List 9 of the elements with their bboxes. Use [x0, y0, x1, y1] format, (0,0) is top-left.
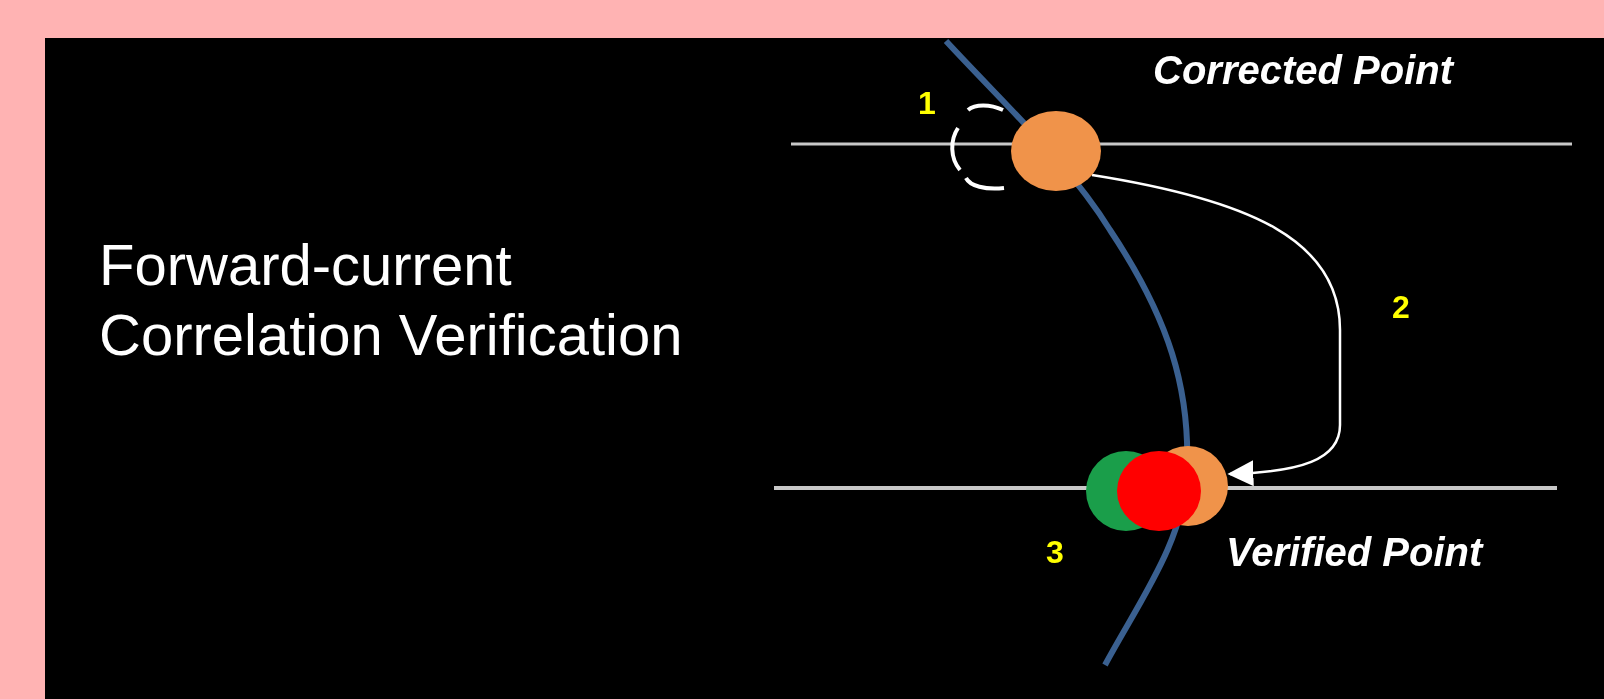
- arrow: [1091, 173, 1342, 486]
- point-label: Verified Point: [1226, 530, 1483, 574]
- verified-point-marker: [1086, 446, 1228, 531]
- callout-number: 1: [918, 86, 936, 120]
- edge-label: 2: [1392, 290, 1410, 324]
- corrected-point-marker: [1011, 111, 1101, 191]
- point-label: Corrected Point: [1153, 48, 1454, 92]
- callout-number: 3: [1046, 535, 1064, 569]
- diagram-title: Forward-current Correlation Verification: [99, 231, 684, 369]
